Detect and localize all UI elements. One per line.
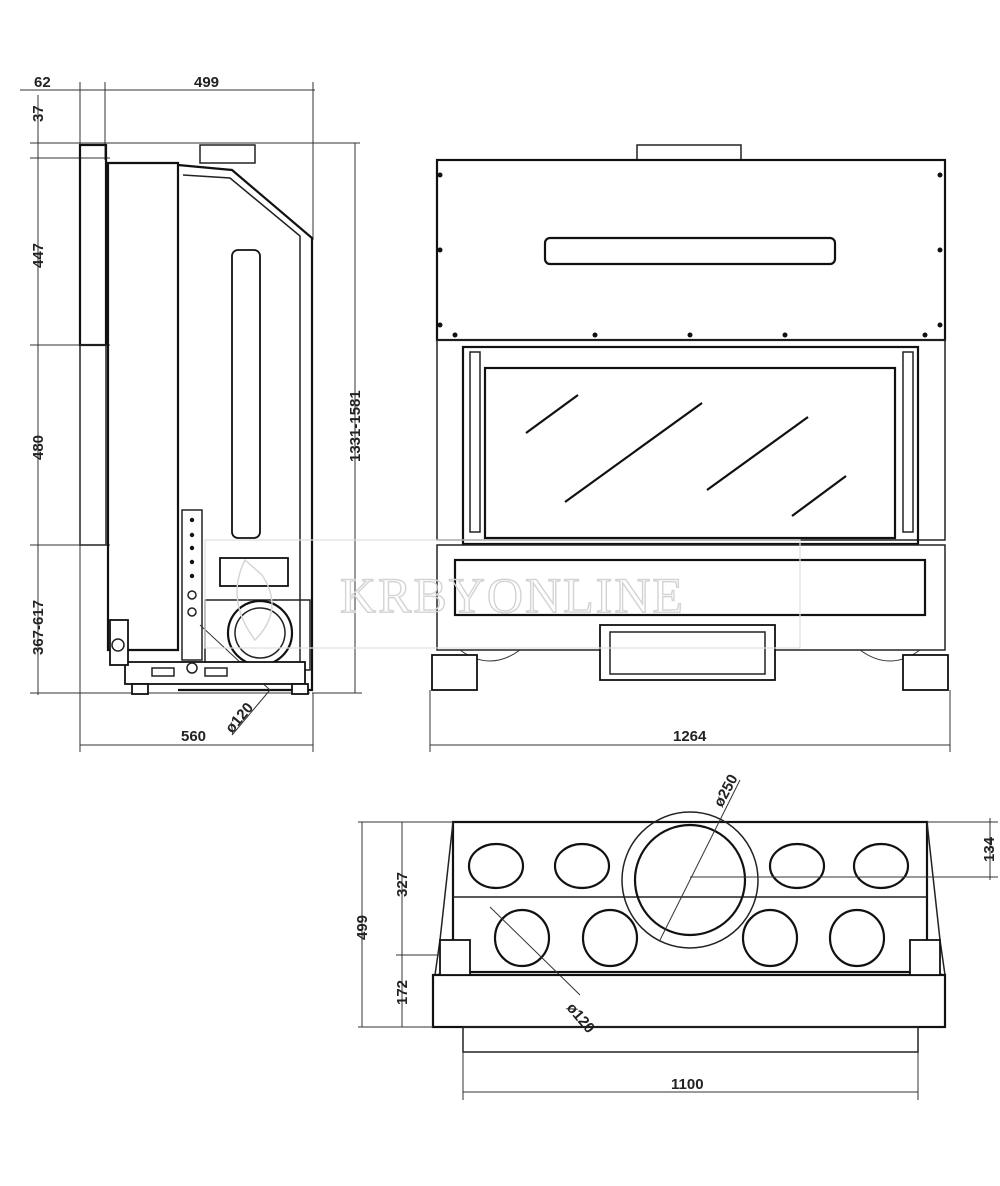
top-main-outlet [633,823,747,937]
top-port-6 [581,908,639,968]
dim-v-top: 37 [30,105,47,122]
dim-depth-upper: 327 [394,872,411,897]
dim-v-upper: 447 [30,243,47,268]
dim-top-width: 499 [194,74,219,91]
front-rivets [437,172,943,338]
top-port-7 [741,908,799,968]
side-view: 62 499 37 447 480 367-617 1331-1581 [20,74,364,752]
dim-air-diameter: ø120 [563,1000,598,1037]
dim-bottom-depth: 560 [181,728,206,745]
top-port-5 [493,908,551,968]
dim-front-width: 1264 [673,728,707,745]
front-vent-slot [543,236,837,266]
top-port-8 [828,908,886,968]
watermark-flame-icon [236,558,273,642]
top-port-2 [553,842,611,890]
dim-depth-lower: 172 [394,980,411,1005]
watermark-text: KRBYONLINE [340,567,685,623]
top-view: ø250 134 ø120 499 327 172 1100 [354,772,998,1100]
front-view: 1264 [429,144,951,752]
dim-v-lower: 367-617 [30,600,47,655]
dim-flue-diameter: ø120 [222,699,257,736]
dim-outlet-offset: 134 [981,836,998,862]
dim-top-offset: 62 [34,74,51,91]
dim-depth-total: 499 [354,915,371,940]
top-port-1 [467,842,525,890]
side-bracket-holes [187,517,197,617]
side-flue-pipe [226,599,294,667]
top-port-3 [768,842,826,890]
dim-outlet-diameter: ø250 [711,772,742,810]
top-port-4 [852,842,910,890]
watermark: KRBYONLINE [204,539,801,649]
dim-v-middle: 480 [30,435,47,460]
front-glass [483,366,897,540]
dim-top-width-bottom: 1100 [671,1076,704,1093]
dim-total-height: 1331-1581 [347,390,364,462]
